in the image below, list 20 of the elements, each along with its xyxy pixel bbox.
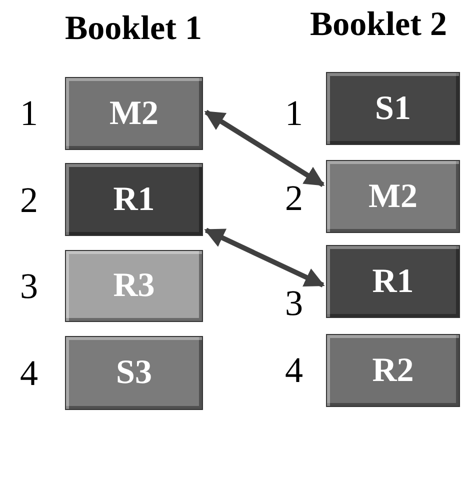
double-arrow bbox=[204, 110, 325, 187]
double-arrow bbox=[204, 228, 325, 288]
booklet-block: M2 bbox=[65, 77, 203, 150]
row-number: 1 bbox=[285, 95, 303, 131]
booklet-block: S1 bbox=[326, 72, 460, 145]
booklet-block: R2 bbox=[326, 334, 460, 407]
row-number: 3 bbox=[285, 285, 303, 321]
row-number: 2 bbox=[285, 180, 303, 216]
row-number: 1 bbox=[20, 95, 38, 131]
booklet-block: S3 bbox=[65, 336, 203, 410]
column-heading: Booklet 2 bbox=[310, 8, 447, 42]
column-heading: Booklet 1 bbox=[65, 12, 202, 46]
row-number: 4 bbox=[20, 355, 38, 391]
row-number: 4 bbox=[285, 352, 303, 388]
booklet-block: M2 bbox=[326, 160, 460, 233]
row-number: 3 bbox=[20, 268, 38, 304]
row-number: 2 bbox=[20, 182, 38, 218]
booklet-block: R1 bbox=[65, 163, 203, 236]
booklet-block: R3 bbox=[65, 250, 203, 322]
booklet-block: R1 bbox=[326, 245, 460, 318]
